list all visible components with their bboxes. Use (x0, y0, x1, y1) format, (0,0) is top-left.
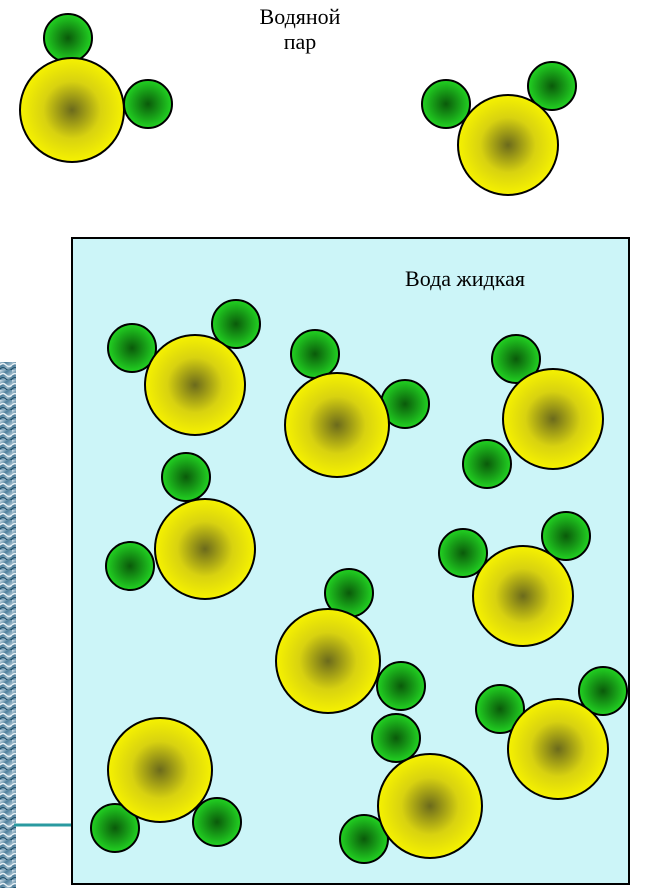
hydrogen-atom (462, 439, 512, 489)
water-molecule (462, 334, 604, 489)
water-molecule (339, 713, 483, 864)
hydrogen-atom (105, 541, 155, 591)
hydrogen-atom (290, 329, 340, 379)
hydrogen-atom (438, 528, 488, 578)
hydrogen-atom (90, 803, 140, 853)
water-molecule (90, 717, 242, 853)
hydrogen-atom (161, 452, 211, 502)
vapor-label-line-1: Водяной (259, 4, 341, 29)
hydrogen-atom (527, 61, 577, 111)
vapor-label-line-2: пар (283, 29, 317, 55)
hydrogen-atom (43, 13, 93, 63)
hydrogen-atom (475, 684, 525, 734)
hydrogen-atom (211, 299, 261, 349)
oxygen-atom (377, 753, 483, 859)
hydrogen-atom (339, 814, 389, 864)
hydrogen-atom (192, 797, 242, 847)
hydrogen-atom (107, 323, 157, 373)
oxygen-atom (457, 94, 559, 196)
oxygen-atom (284, 372, 390, 478)
hydrogen-atom (578, 666, 628, 716)
water-molecule (19, 13, 173, 163)
hydrogen-atom (376, 661, 426, 711)
liquid-label: Вода жидкая (405, 266, 525, 291)
oxygen-atom (472, 545, 574, 647)
water-molecule (105, 452, 256, 600)
hydrogen-atom (123, 79, 173, 129)
hydrogen-atom (491, 334, 541, 384)
oxygen-atom (507, 698, 609, 800)
oxygen-atom (144, 334, 246, 436)
oxygen-atom (107, 717, 213, 823)
oxygen-atom (154, 498, 256, 600)
oxygen-atom (275, 608, 381, 714)
hydrogen-atom (371, 713, 421, 763)
hydrogen-atom (421, 79, 471, 129)
water-molecule (284, 329, 430, 478)
water-molecule (475, 666, 628, 800)
water-molecule (107, 299, 261, 436)
hydrogen-atom (541, 511, 591, 561)
water-molecule (275, 568, 426, 714)
oxygen-atom (502, 368, 604, 470)
molecules-layer (19, 13, 628, 864)
water-molecule (421, 61, 577, 196)
vapor-label: Водяной пар (230, 4, 370, 55)
water-texture-strip (0, 362, 16, 888)
water-molecule (438, 511, 591, 647)
oxygen-atom (19, 57, 125, 163)
